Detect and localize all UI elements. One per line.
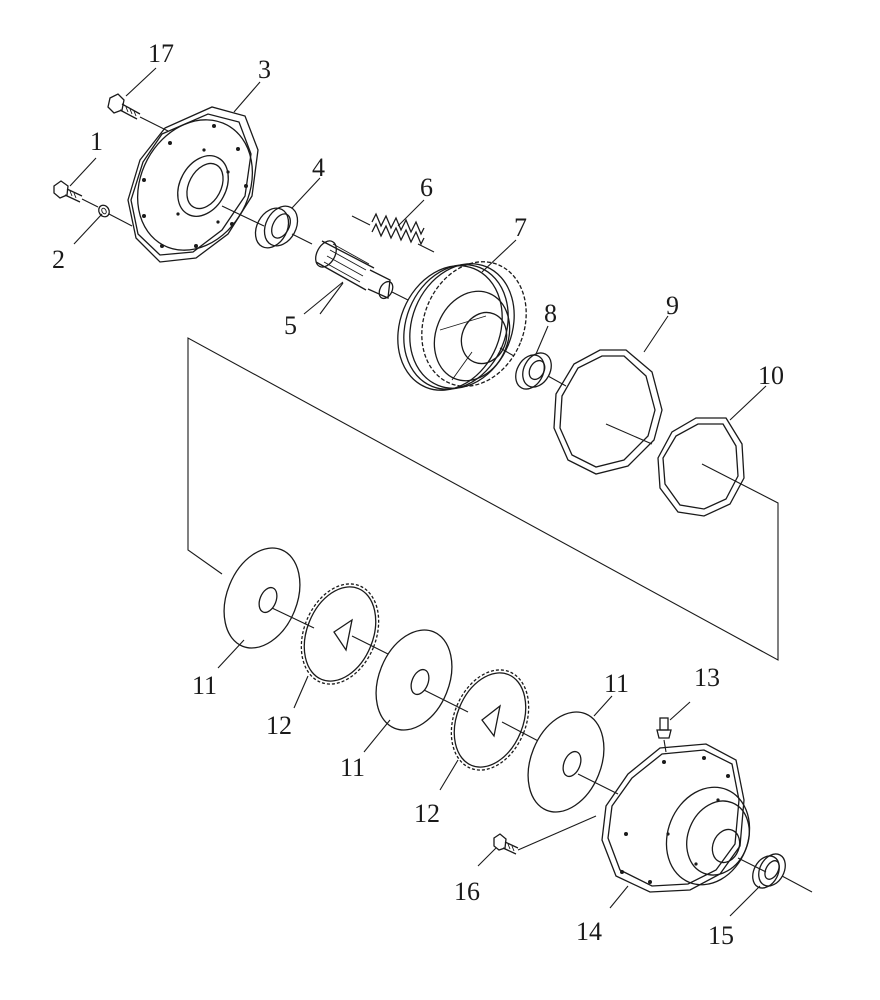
callout-17: 17 <box>148 39 174 68</box>
part-11c-friction-disc <box>527 711 619 813</box>
part-13-fitting <box>656 717 672 753</box>
part-1-bolt <box>53 180 99 208</box>
callout-8: 8 <box>544 299 557 328</box>
callout-10: 10 <box>758 361 784 390</box>
part-17-bolt <box>107 93 169 132</box>
callout-5: 5 <box>284 311 297 340</box>
part-9-ring <box>553 349 663 475</box>
part-11a-friction-disc <box>223 547 315 649</box>
callout-11-c: 11 <box>604 669 629 698</box>
callout-12-b: 12 <box>414 799 440 828</box>
part-7-drum <box>397 261 527 391</box>
part-3-cover-plate <box>127 106 265 263</box>
callout-labels: 17 3 1 2 4 6 5 7 8 9 10 11 12 11 12 11 1… <box>52 39 784 950</box>
part-14-housing <box>601 743 767 893</box>
part-11b-friction-disc <box>375 629 469 731</box>
callout-7: 7 <box>514 213 527 242</box>
part-2-washer <box>98 204 133 227</box>
part-15-seal <box>752 853 813 893</box>
part-10-ring <box>187 337 779 661</box>
part-4-seal <box>254 205 313 249</box>
part-8-bearing <box>515 352 567 390</box>
part-12b-toothed-plate <box>450 669 545 771</box>
part-16-bolt <box>493 815 597 855</box>
part-5-shaft <box>303 240 409 315</box>
callout-6: 6 <box>420 173 433 202</box>
callout-2: 2 <box>52 245 65 274</box>
callout-3: 3 <box>258 55 271 84</box>
callout-leaders <box>69 67 767 917</box>
callout-4: 4 <box>312 153 325 182</box>
callout-12-a: 12 <box>266 711 292 740</box>
part-6-spring <box>351 212 435 253</box>
callout-15: 15 <box>708 921 734 950</box>
callout-11-a: 11 <box>192 671 217 700</box>
callout-13: 13 <box>694 663 720 692</box>
callout-1: 1 <box>90 127 103 156</box>
callout-14: 14 <box>576 917 602 946</box>
callout-16: 16 <box>454 877 480 906</box>
callout-11-b: 11 <box>340 753 365 782</box>
callout-9: 9 <box>666 291 679 320</box>
